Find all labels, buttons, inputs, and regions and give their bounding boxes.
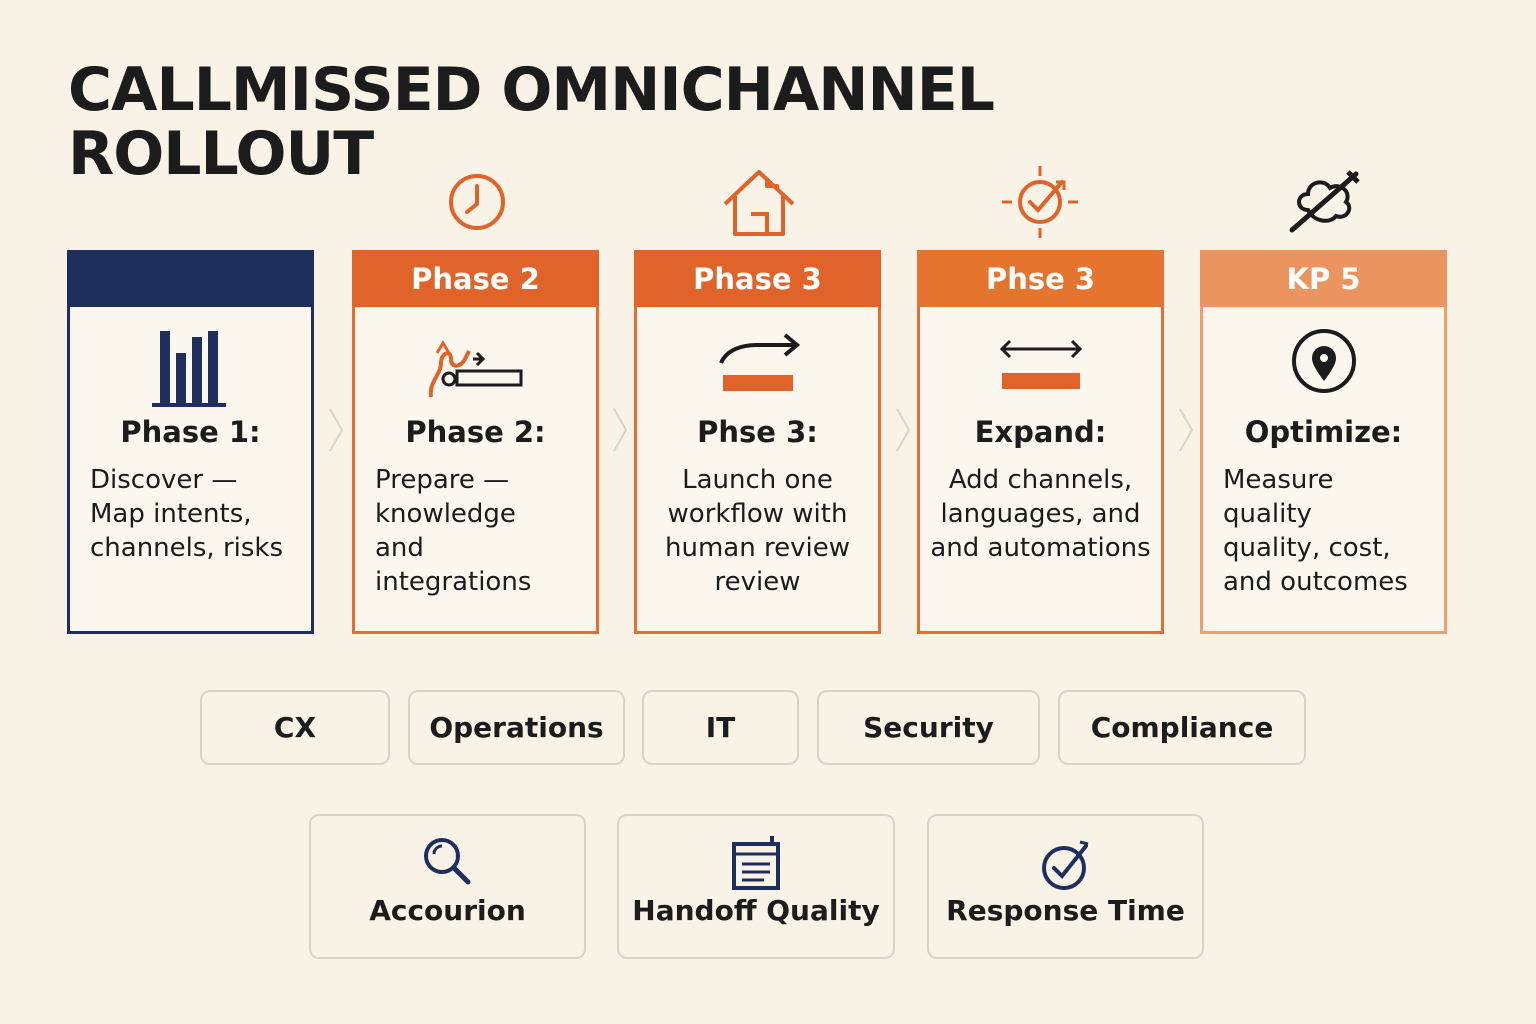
- team-tag-it: IT: [642, 690, 799, 765]
- phase-card-header: KP 5: [1200, 250, 1447, 307]
- location-pin-icon: [1203, 323, 1444, 413]
- metric-label: Accourion: [369, 894, 526, 927]
- phase-card-1: Phase 1: Discover — Map intents, channel…: [67, 250, 314, 634]
- phase-title: Phse 3:: [697, 415, 818, 449]
- page-title-line-2: ROLLOUT: [68, 119, 374, 189]
- phase-card-2: Phase 2 Phase 2: Prepare — knowledge and…: [352, 250, 599, 634]
- page-title: CALLMISSED OMNICHANNEL ROLLOUT: [68, 58, 1068, 186]
- phase-card-3: Phase 3 Phse 3: Launch one workflow with…: [634, 250, 881, 634]
- metric-card-response-time: Response Time: [927, 814, 1204, 959]
- launch-arrow-icon: [637, 323, 878, 413]
- magnifier-icon: [311, 832, 584, 896]
- chevron-right-icon: [893, 405, 913, 455]
- metric-label: Response Time: [946, 894, 1185, 927]
- clock-icon: [437, 164, 517, 240]
- team-tag-compliance: Compliance: [1058, 690, 1306, 765]
- phase-card-header: Phase 3: [634, 250, 881, 307]
- phase-title: Optimize:: [1244, 415, 1403, 449]
- target-check-icon: [1000, 164, 1080, 240]
- house-icon: [719, 164, 799, 240]
- team-tag-cx: CX: [200, 690, 390, 765]
- phase-title: Phase 1:: [120, 415, 261, 449]
- phase-title: Expand:: [974, 415, 1107, 449]
- phase-description: Discover — Map intents, channels, risks: [90, 465, 284, 563]
- phase-card-4: Phse 3 Expand: Add channels, languages, …: [917, 250, 1164, 634]
- metric-card-accourion: Accourion: [309, 814, 586, 959]
- metric-card-handoff-quality: Handoff Quality: [617, 814, 895, 959]
- metric-label: Handoff Quality: [632, 894, 880, 927]
- chevron-right-icon: [1176, 405, 1196, 455]
- page-title-line-1: CALLMISSED OMNICHANNEL: [68, 55, 995, 125]
- expand-arrows-icon: [920, 323, 1161, 413]
- phase-card-5: KP 5 Optimize: Measure quality quality, …: [1200, 250, 1447, 634]
- bar-chart-icon: [70, 323, 311, 413]
- wrench-cloud-icon: [1284, 164, 1364, 240]
- check-circle-icon: [929, 832, 1202, 896]
- phase-card-header: Phse 3: [917, 250, 1164, 307]
- phase-description: Prepare — knowledge and integrations: [375, 465, 532, 597]
- integration-flow-icon: [355, 323, 596, 413]
- phase-description: Measure quality quality, cost, and outco…: [1223, 465, 1408, 597]
- team-tag-security: Security: [817, 690, 1040, 765]
- document-icon: [619, 832, 893, 896]
- phase-description: Launch one workflow with human review re…: [665, 465, 850, 597]
- phase-card-header: Phase 2: [352, 250, 599, 307]
- phase-description: Add channels, languages, and and automat…: [930, 465, 1151, 563]
- phase-card-header: [67, 250, 314, 307]
- team-tag-operations: Operations: [408, 690, 625, 765]
- phase-title: Phase 2:: [405, 415, 546, 449]
- chevron-right-icon: [326, 405, 346, 455]
- chevron-right-icon: [610, 405, 630, 455]
